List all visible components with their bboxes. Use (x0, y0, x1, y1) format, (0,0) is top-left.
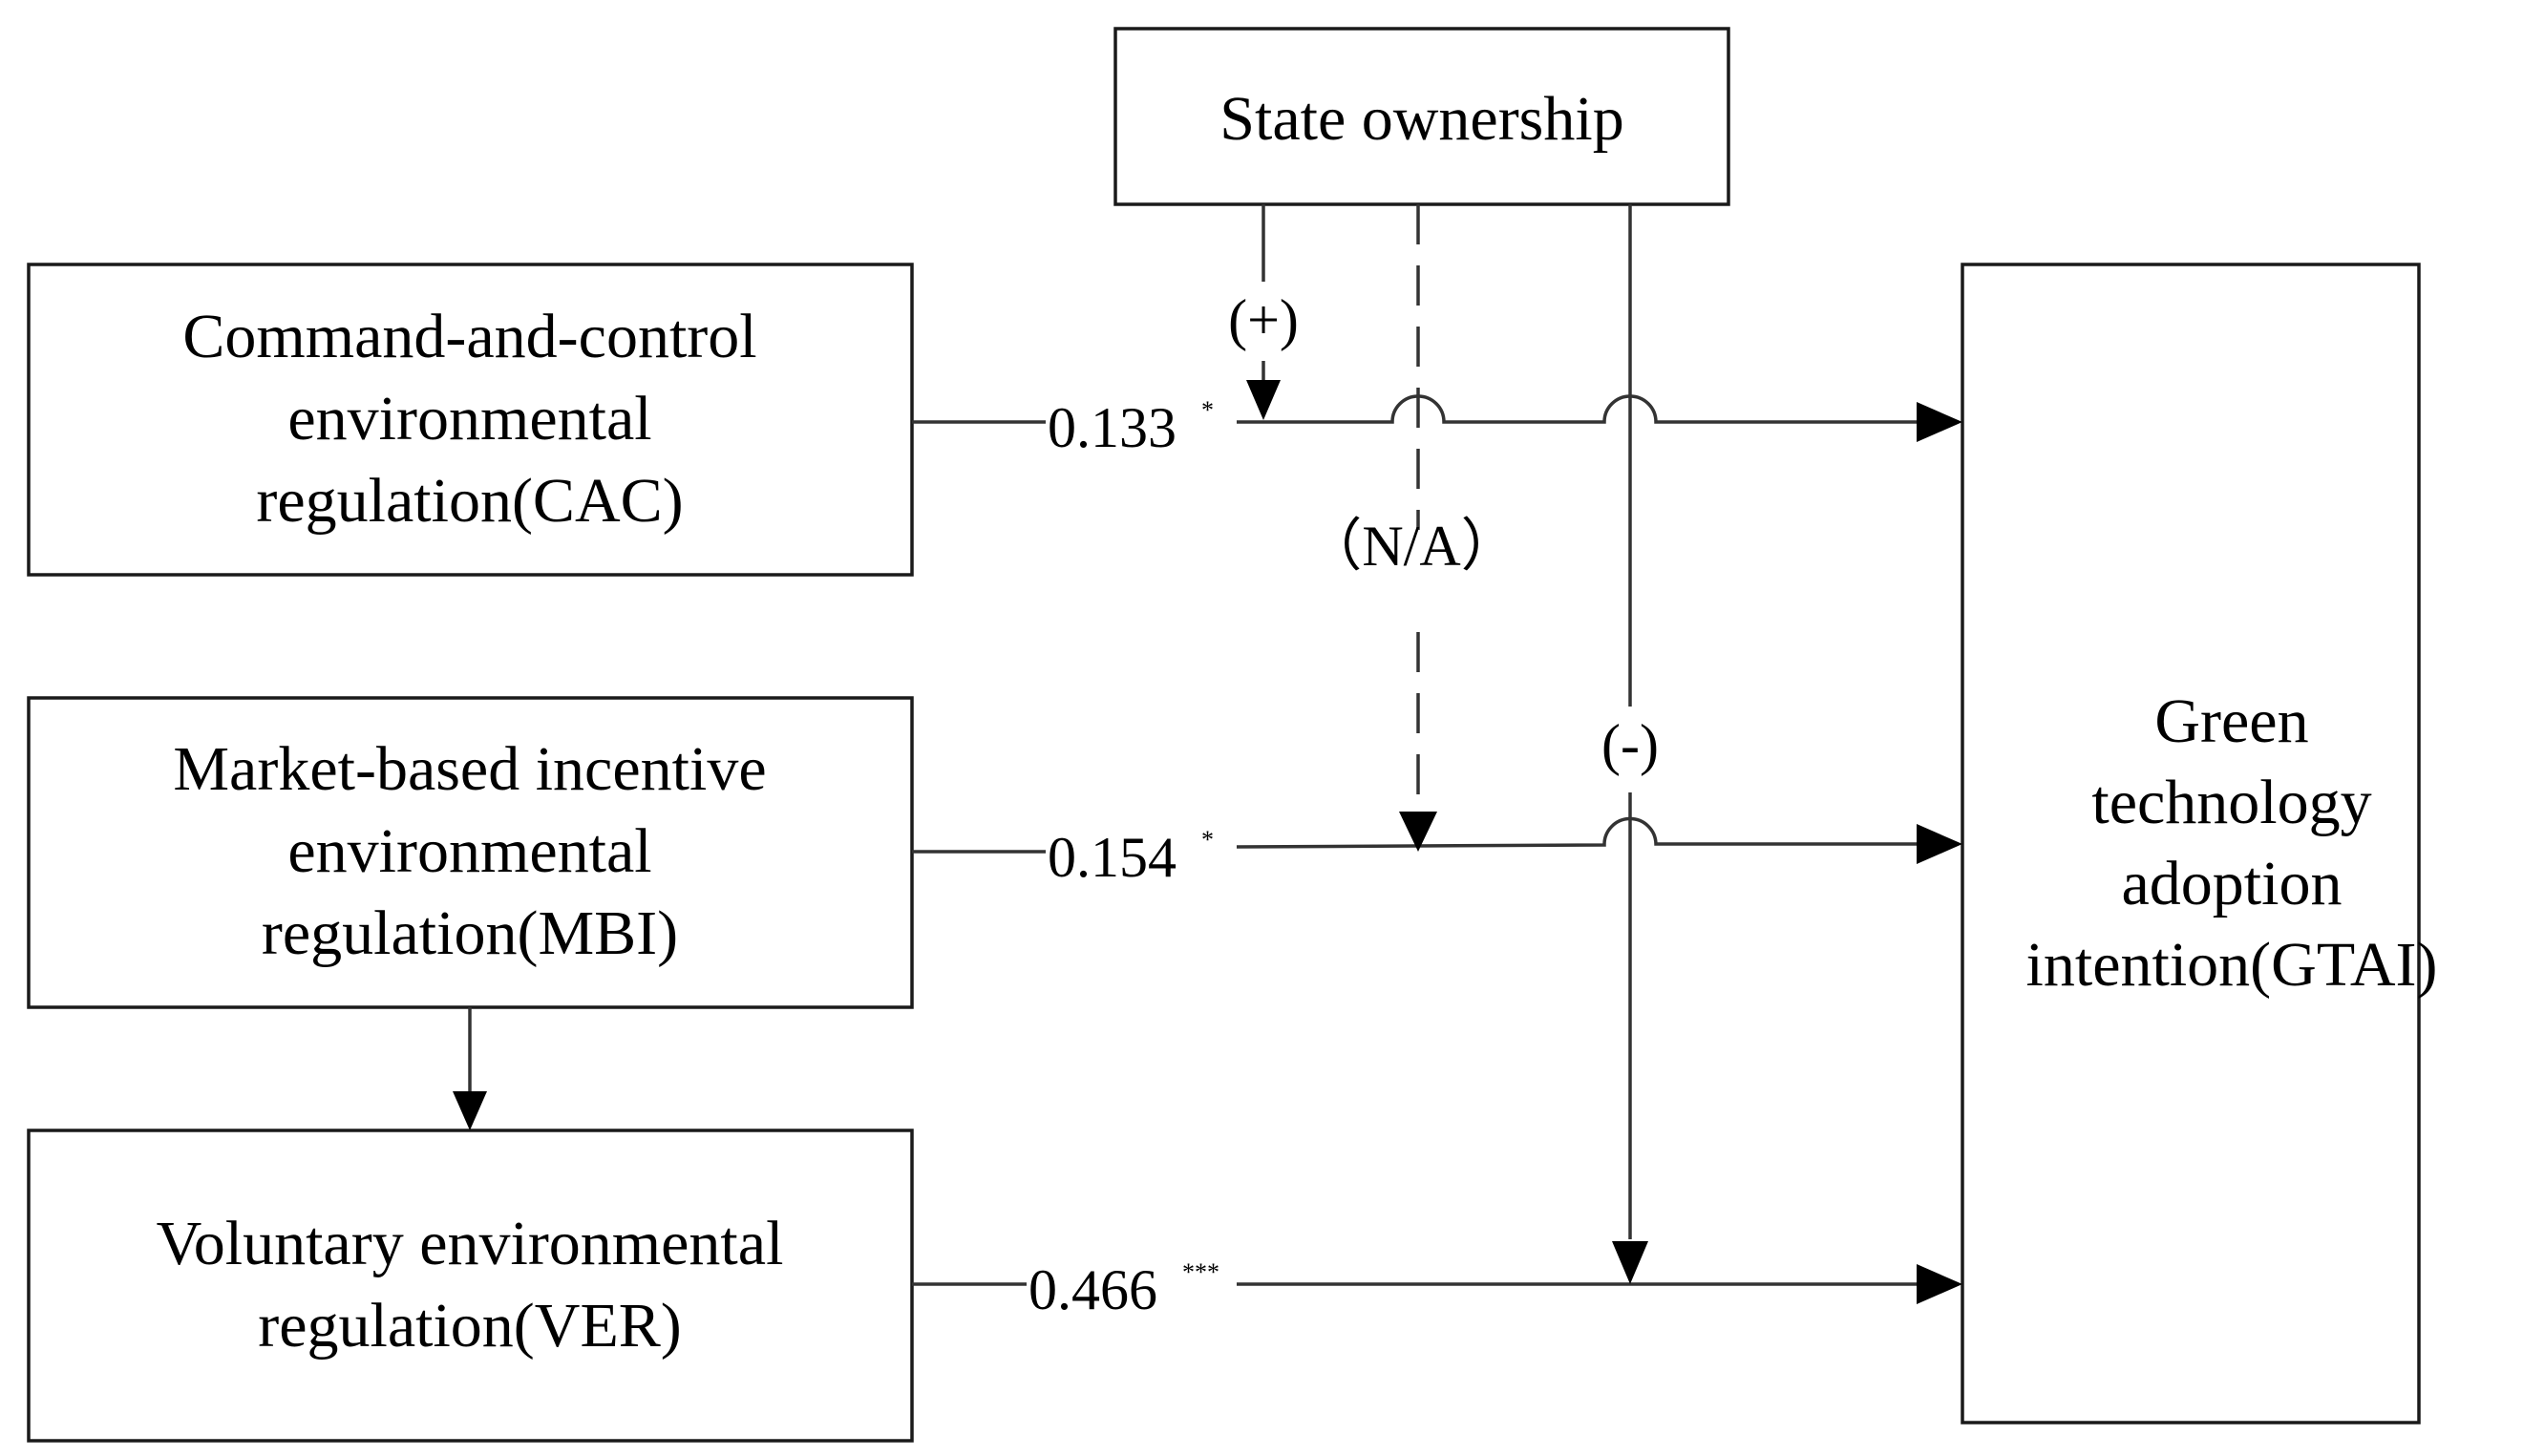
minus-label-background (1597, 707, 1664, 792)
ver-line-1: Voluntary environmental (157, 1209, 784, 1278)
mbi-to-gtai-arrowhead (1917, 824, 1962, 864)
mbi-line-3: regulation(MBI) (262, 898, 678, 968)
gtai-line-2: technology (2091, 768, 2371, 837)
state-to-cac-arrowhead (1246, 380, 1281, 420)
cac-moderation-label: (+) (1228, 288, 1299, 351)
ver-moderation-label: (-) (1601, 713, 1659, 776)
cac-line-2: environmental (287, 384, 651, 454)
ver-to-gtai-arrowhead (1917, 1264, 1962, 1304)
ver-significance: *** (1182, 1258, 1219, 1286)
gtai-box: Green technology adoption intention(GTAI… (1961, 263, 2438, 1424)
mbi-moderation-label: （N/A） (1304, 515, 1517, 578)
ver-box: Voluntary environmental regulation(VER) (27, 1129, 914, 1443)
state-ownership-box: State ownership (1113, 27, 1730, 206)
state-to-ver-arrowhead (1612, 1241, 1648, 1284)
state-to-mbi-arrowhead (1399, 812, 1437, 852)
mbi-line-2: environmental (287, 816, 651, 886)
mbi-box: Market-based incentive environmental reg… (27, 696, 914, 1009)
cac-line-3: regulation(CAC) (256, 466, 683, 536)
mbi-significance: * (1201, 826, 1214, 854)
cac-to-gtai-arrowhead (1917, 402, 1962, 442)
cac-to-gtai-arrow (912, 394, 1919, 424)
cac-box: Command-and-control environmental regula… (27, 263, 914, 577)
gtai-line-1: Green (2154, 686, 2308, 756)
cac-coefficient: 0.133 (1048, 396, 1177, 459)
mbi-line-1: Market-based incentive (173, 734, 766, 804)
gtai-line-4: intention(GTAI) (2026, 930, 2438, 1000)
mbi-to-ver-arrowhead (453, 1091, 487, 1130)
state-ownership-line-1: State ownership (1219, 84, 1623, 154)
ver-line-2: regulation(VER) (258, 1291, 682, 1361)
na-label-background (1232, 530, 1557, 616)
cac-line-1: Command-and-control (182, 302, 756, 371)
ver-coefficient: 0.466 (1028, 1258, 1157, 1321)
mbi-coefficient: 0.154 (1048, 826, 1177, 889)
gtai-line-3: adoption (2122, 849, 2343, 918)
cac-significance: * (1201, 396, 1214, 424)
